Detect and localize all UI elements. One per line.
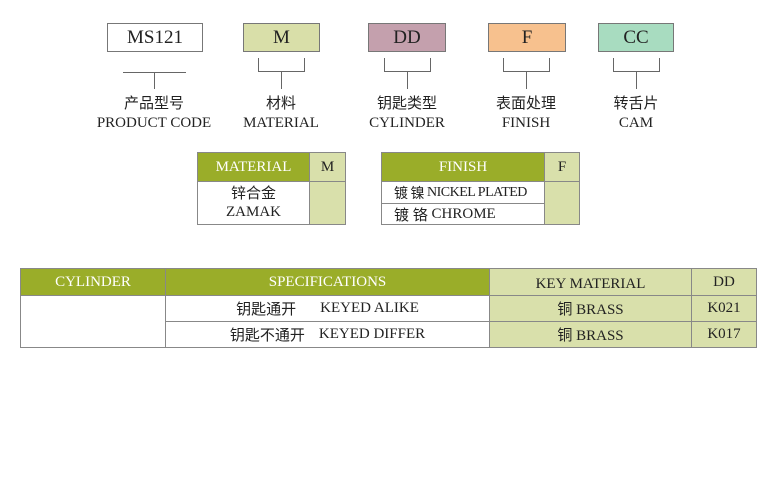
key-material-header: KEY MATERIAL — [489, 268, 692, 296]
code-box-material: M — [243, 23, 320, 52]
finish-row-nickel: 镀 镍 NICKEL PLATED — [381, 181, 545, 204]
finish-header: FINISH — [381, 152, 545, 182]
finish-code-header: F — [544, 152, 580, 182]
code-box-finish: F — [488, 23, 566, 52]
bracket-cylinder — [384, 58, 431, 72]
finish-row-chrome: 镀 铬 CHROME — [381, 203, 545, 225]
specifications-header: SPECIFICATIONS — [165, 268, 490, 296]
dd-code-cell: K017 — [691, 321, 757, 348]
cylinder-image-cell — [20, 295, 166, 348]
code-box-product: MS121 — [107, 23, 203, 52]
key-material-cell: 铜 BRASS — [489, 295, 692, 322]
key-material-cell: 铜 BRASS — [489, 321, 692, 348]
code-box-cylinder: DD — [368, 23, 446, 52]
dd-header: DD — [691, 268, 757, 296]
material-header: MATERIAL — [197, 152, 310, 182]
dd-code-cell: K021 — [691, 295, 757, 322]
material-code-header: M — [309, 152, 346, 182]
cylinder-header: CYLINDER — [20, 268, 166, 296]
finish-code-cell — [544, 181, 580, 225]
bracket-material — [258, 58, 305, 72]
code-box-cam: CC — [598, 23, 674, 52]
bracket-finish — [503, 58, 550, 72]
material-code-cell — [309, 181, 346, 225]
bracket-cam — [613, 58, 660, 72]
